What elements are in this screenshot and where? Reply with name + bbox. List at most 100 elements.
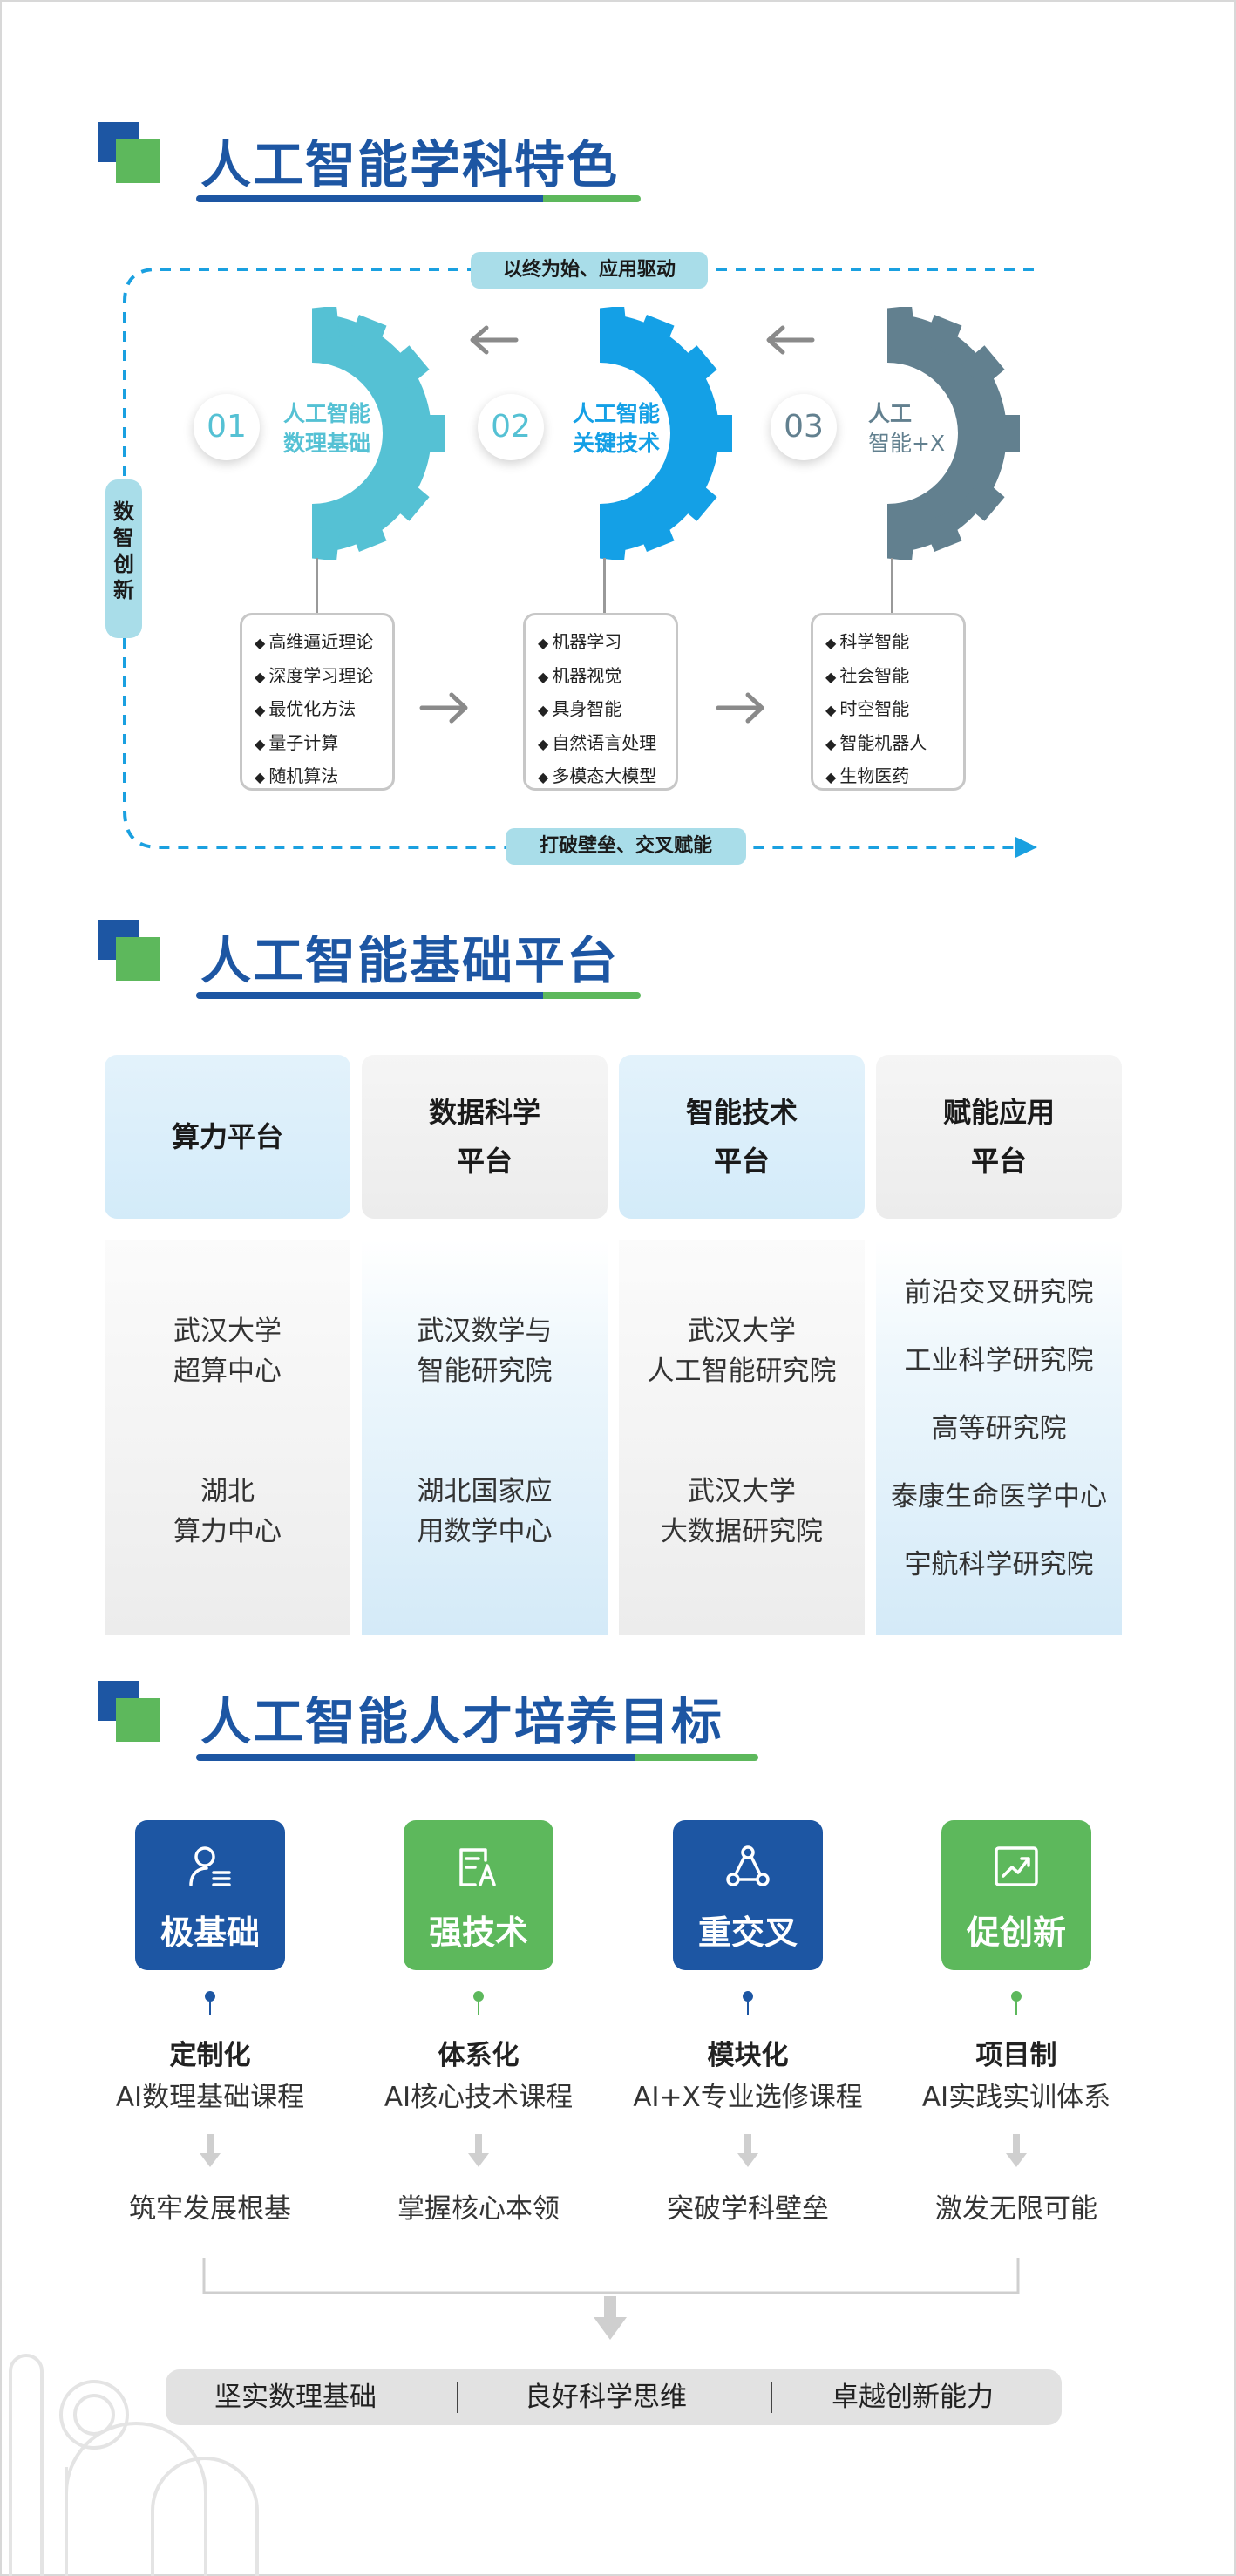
list-item: ◆智能机器人 xyxy=(825,731,927,753)
gear-3-topic-list: ◆科学智能 ◆社会智能 ◆时空智能 ◆智能机器人 ◆生物医药 xyxy=(811,613,966,791)
list-item: ◆机器视觉 xyxy=(538,664,622,686)
outcome-item: 良好科学思维 xyxy=(525,2382,687,2413)
section2-title-underline xyxy=(196,992,641,999)
list-item: ◆自然语言处理 xyxy=(538,731,657,753)
platform-head-application: 赋能应用平台 xyxy=(876,1055,1122,1219)
gear-3-icon xyxy=(887,307,1020,560)
section3-logo-icon xyxy=(98,1681,160,1742)
section2-logo-icon xyxy=(98,920,160,981)
arrow-down-icon xyxy=(468,2134,489,2167)
platform-item: 武汉数学与智能研究院 xyxy=(417,1315,553,1387)
goal-subtitle: 模块化 xyxy=(707,2040,789,2071)
connector-line xyxy=(891,558,893,614)
arrow-right-icon xyxy=(419,692,468,724)
goal-description: AI实践实训体系 xyxy=(921,2082,1111,2113)
pin-marker xyxy=(473,1991,484,2015)
divider xyxy=(771,2382,772,2413)
goal-card-technology: 强技术 xyxy=(404,1820,553,1970)
merge-bracket xyxy=(202,2258,1020,2340)
platform-item: 高等研究院 xyxy=(931,1413,1067,1444)
list-item: ◆具身智能 xyxy=(538,698,622,719)
section1-title: 人工智能学科特色 xyxy=(200,135,620,194)
gear-2-number: 02 xyxy=(478,394,544,460)
divider xyxy=(457,2382,458,2413)
growth-chart-icon xyxy=(995,1846,1038,1886)
platform-item: 湖北算力中心 xyxy=(173,1476,282,1547)
goal-card-interdisciplinary: 重交叉 xyxy=(673,1820,823,1970)
goal-description: AI数理基础课程 xyxy=(115,2082,305,2113)
list-item: ◆社会智能 xyxy=(825,664,910,686)
goal-result: 筑牢发展根基 xyxy=(129,2193,291,2225)
gear-3-number: 03 xyxy=(771,394,837,460)
pin-marker xyxy=(205,1991,215,2015)
list-item: ◆深度学习理论 xyxy=(255,664,374,686)
arrow-right-icon xyxy=(716,692,764,724)
list-item: ◆多模态大模型 xyxy=(538,765,657,786)
arrow-left-icon xyxy=(470,325,519,355)
section3-title-underline xyxy=(196,1754,758,1761)
platform-item: 武汉大学人工智能研究院 xyxy=(647,1315,837,1387)
platform-item: 工业科学研究院 xyxy=(904,1345,1094,1376)
section2-title: 人工智能基础平台 xyxy=(200,931,620,990)
platform-column-application: 前沿交叉研究院 工业科学研究院 高等研究院 泰康生命医学中心 宇航科学研究院 xyxy=(876,1240,1122,1635)
goal-description: AI核心技术课程 xyxy=(384,2082,574,2113)
goal-subtitle: 定制化 xyxy=(169,2040,251,2071)
gear-1-topic-list: ◆高维逼近理论 ◆深度学习理论 ◆最优化方法 ◆量子计算 ◆随机算法 xyxy=(240,613,395,791)
gear-2-topic-list: ◆机器学习 ◆机器视觉 ◆具身智能 ◆自然语言处理 ◆多模态大模型 xyxy=(523,613,678,791)
document-pen-icon xyxy=(459,1848,496,1886)
platform-item: 泰康生命医学中心 xyxy=(891,1481,1107,1512)
platform-head-compute: 算力平台 xyxy=(105,1055,350,1219)
arrow-left-icon xyxy=(766,325,815,355)
platform-item: 宇航科学研究院 xyxy=(904,1549,1094,1580)
platform-item: 湖北国家应用数学中心 xyxy=(417,1476,553,1547)
gear-1-number: 01 xyxy=(194,394,260,460)
platform-item: 前沿交叉研究院 xyxy=(904,1277,1094,1308)
gear-1-label: 人工智能数理基础 xyxy=(283,401,371,456)
goal-subtitle: 项目制 xyxy=(975,2040,1057,2071)
decorative-line-art xyxy=(9,2354,259,2576)
platform-item: 武汉大学超算中心 xyxy=(173,1315,282,1387)
platform-column-intelligent-tech: 武汉大学人工智能研究院 武汉大学大数据研究院 xyxy=(619,1240,865,1635)
cycle-dashed-loop xyxy=(123,268,1037,858)
pin-marker xyxy=(743,1991,753,2015)
outcome-item: 坚实数理基础 xyxy=(214,2382,377,2413)
arrow-down-icon xyxy=(200,2134,221,2167)
list-item: ◆机器学习 xyxy=(538,631,622,652)
platform-head-intelligent-tech: 智能技术平台 xyxy=(619,1055,865,1219)
left-tag: 数智创新 xyxy=(105,479,142,638)
person-list-icon xyxy=(189,1846,231,1886)
goal-result: 掌握核心本领 xyxy=(397,2193,560,2225)
gear-2-label: 人工智能关键技术 xyxy=(573,401,661,456)
arrow-down-icon xyxy=(737,2134,758,2167)
bottom-tag: 打破壁垒、交叉赋能 xyxy=(506,828,746,865)
goal-card-innovation: 促创新 xyxy=(941,1820,1091,1970)
pin-marker xyxy=(1011,1991,1022,2015)
network-nodes-icon xyxy=(726,1845,770,1886)
section1-title-underline xyxy=(196,195,641,202)
outcome-bar: 坚实数理基础 良好科学思维 卓越创新能力 xyxy=(166,2369,1062,2425)
list-item: ◆随机算法 xyxy=(255,765,339,786)
goal-card-foundation: 极基础 xyxy=(135,1820,285,1970)
list-item: ◆高维逼近理论 xyxy=(255,631,374,652)
goal-description: AI+X专业选修课程 xyxy=(633,2082,863,2113)
platform-column-compute: 武汉大学超算中心 湖北算力中心 xyxy=(105,1240,350,1635)
arrow-down-icon xyxy=(1006,2134,1027,2167)
section1-logo-icon xyxy=(98,122,160,183)
list-item: ◆生物医药 xyxy=(825,765,910,786)
connector-line xyxy=(316,558,318,614)
goal-result: 突破学科壁垒 xyxy=(667,2193,829,2225)
gear-3-label: 人工智能+X xyxy=(868,401,946,456)
goal-subtitle: 体系化 xyxy=(438,2040,520,2071)
list-item: ◆时空智能 xyxy=(825,698,910,719)
platform-item: 武汉大学大数据研究院 xyxy=(661,1476,823,1547)
outcome-item: 卓越创新能力 xyxy=(832,2382,994,2413)
gear-2-icon xyxy=(600,307,732,560)
list-item: ◆科学智能 xyxy=(825,631,910,652)
gear-1-icon xyxy=(312,307,445,560)
goal-result: 激发无限可能 xyxy=(935,2193,1097,2225)
top-tag: 以终为始、应用驱动 xyxy=(471,252,708,289)
connector-line xyxy=(603,558,606,614)
platform-column-data-science: 武汉数学与智能研究院 湖北国家应用数学中心 xyxy=(362,1240,608,1635)
platform-head-data-science: 数据科学平台 xyxy=(362,1055,608,1219)
